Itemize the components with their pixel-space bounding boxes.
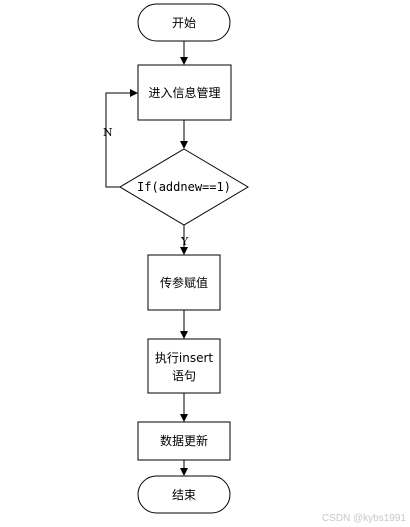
- update-data-label: 数据更新: [160, 433, 208, 448]
- update-data-box: [137, 421, 231, 461]
- watermark: CSDN @kybs1991: [321, 513, 406, 524]
- arrow-no-loop: [105, 89, 138, 188]
- branch-no-label: N: [103, 126, 113, 139]
- pass-params-box: [147, 254, 221, 311]
- execute-insert-box: [147, 338, 221, 394]
- decision-label: If(addnew==1): [137, 180, 231, 194]
- enter-info-label: 进入信息管理: [148, 85, 220, 100]
- end-terminal: [137, 475, 231, 514]
- execute-label-line1: 执行insert: [155, 351, 214, 365]
- branch-yes-label: Y: [180, 235, 189, 248]
- enter-info-box: [137, 64, 232, 121]
- execute-label-line2: 语句: [172, 369, 196, 383]
- end-label: 结束: [172, 488, 196, 502]
- start-label: 开始: [172, 16, 196, 30]
- pass-params-label: 传参赋值: [160, 275, 208, 290]
